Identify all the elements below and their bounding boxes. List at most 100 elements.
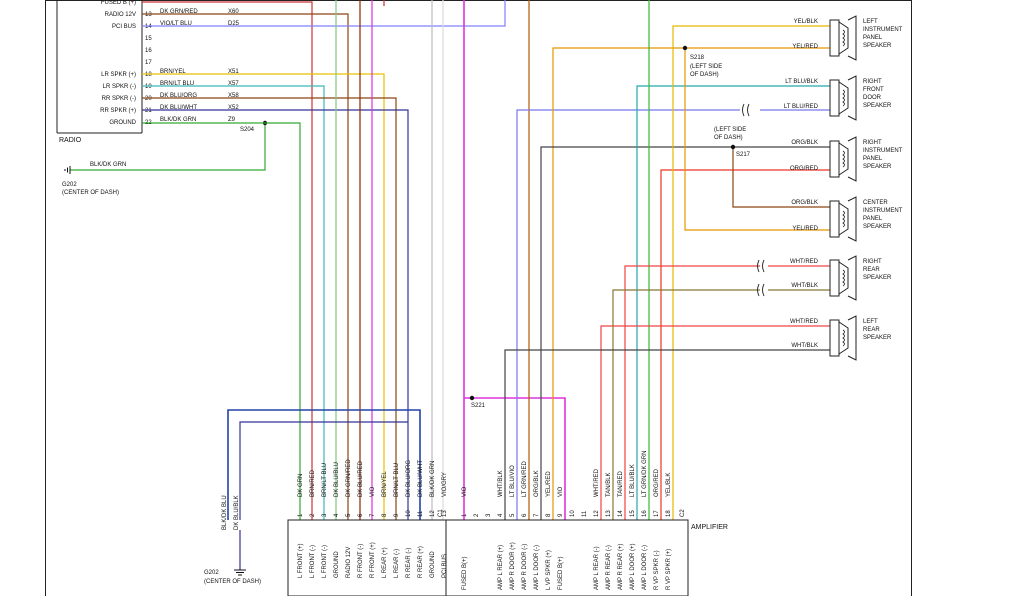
radio-pin-number: 19 <box>145 84 152 90</box>
radio-pin-label: FUSED B (+) <box>101 0 136 6</box>
speaker-negative-wire: LT BLU/RED <box>784 104 819 110</box>
amp-c1-wire-color: BRN/YEL <box>382 471 388 497</box>
amp-c2-pin-number: 16 <box>642 510 648 517</box>
radio-pin-number: 18 <box>145 72 152 78</box>
amp-c1-pin-function: GROUND <box>430 551 436 578</box>
amp-c1-pin-number: 4 <box>334 513 340 517</box>
amp-c2-pin-number: 3 <box>486 513 492 517</box>
speaker-name-line: REAR <box>863 327 880 333</box>
amp-c2-wire-color: LT GRN/RED <box>522 461 528 497</box>
radio-pin-number: 16 <box>145 48 152 54</box>
speaker-name-line: LEFT <box>863 19 878 25</box>
amp-c2-pin-number: 5 <box>510 513 516 517</box>
amp-c1-pin-number: 2 <box>310 513 316 517</box>
splice-s218-location-2: OF DASH) <box>690 72 719 78</box>
speaker-positive-wire: WHT/RED <box>790 259 819 265</box>
amp-c1-pin-function: RADIO 12V <box>346 547 352 578</box>
amp-c2-pin-number: 2 <box>474 513 480 517</box>
amp-c1-pin-number: 7 <box>370 513 376 517</box>
amp-c1-label: C1 <box>438 509 444 517</box>
speaker-name-line: SPEAKER <box>863 164 892 170</box>
amp-c2-pin-number: 10 <box>570 510 576 517</box>
amp-c1-wire-color: BRN/LT BLU <box>394 463 400 497</box>
speaker-positive-wire: WHT/RED <box>790 319 819 325</box>
amp-ground: BLK/DK BLU DK BLU/BLK G202 (CENTER OF DA… <box>204 495 261 585</box>
speaker-positive-wire: LT BLU/BLK <box>785 79 818 85</box>
radio-circuit-id: Z9 <box>228 117 236 123</box>
diagram-border <box>45 0 912 596</box>
radio-circuit-id: X57 <box>228 81 239 87</box>
radio-wire-color: BLK/DK GRN <box>160 117 196 123</box>
speaker-icon <box>838 261 849 295</box>
speaker-coil <box>842 29 845 47</box>
amp-c2-pin-function: AMP R REAR (+) <box>618 544 624 590</box>
radio-pin-number: 14 <box>145 24 152 30</box>
radio-pin-label: RADIO 12V <box>105 12 136 18</box>
amp-c2-wire-color: WHT/BLK <box>498 470 504 497</box>
amp-c1-pin-function: R REAR (+) <box>418 546 424 578</box>
amp-c2-wire-color: ORG/BLK <box>534 470 540 497</box>
amp-c1-wire-color: BLK/DK GRN <box>430 461 436 497</box>
radio-pin-number: 21 <box>145 108 152 114</box>
amp-c1-pin-number: 3 <box>322 513 328 517</box>
amp-c2-wire-color: VIO <box>462 486 468 497</box>
radio-circuit-id: X60 <box>228 9 239 15</box>
splice-s218-label: S218 <box>690 55 705 61</box>
speaker-terminal-block <box>829 319 840 357</box>
amp-c2-wire-color: LT BLU/VIO <box>510 465 516 497</box>
speaker-terminal-block <box>829 19 840 57</box>
amp-c2-pin-function: L VP SPKR (+) <box>546 550 552 590</box>
radio-circuit-id: X58 <box>228 93 239 99</box>
speaker-name-line: LEFT <box>863 319 878 325</box>
amp-c2-wire-color: TAN/BLK <box>606 472 612 497</box>
amp-c2-pin-number: 11 <box>582 510 588 517</box>
speaker-group: YEL/BLKYEL/REDLEFTINSTRUMENTPANELSPEAKER… <box>784 15 903 361</box>
bottom-ground-location: (CENTER OF DASH) <box>204 579 261 585</box>
splice-s217-location-2: OF DASH) <box>714 135 743 141</box>
speaker-name-line: CENTER <box>863 200 888 206</box>
speaker: ORG/BLKORG/REDRIGHTINSTRUMENTPANELSPEAKE… <box>790 136 903 182</box>
bottom-ground-wire-2: DK BLU/BLK <box>234 495 240 530</box>
amp-c2-pin-function: AMP R DOOR (+) <box>510 542 516 590</box>
radio-pin-number: 17 <box>145 60 152 66</box>
speaker-icon <box>838 321 849 355</box>
amp-c1-pin-function: GROUND <box>334 551 340 578</box>
amp-c1-wire-color: BRN/RED <box>310 469 316 497</box>
speaker-cone <box>847 315 857 361</box>
amp-c2-wire-color: LT GRN/DK GRN <box>642 451 648 497</box>
speaker-negative-wire: WHT/BLK <box>791 343 818 349</box>
amp-c2-pin-function: R VP SPKR (+) <box>666 549 672 590</box>
radio-circuit-id: X52 <box>228 105 239 111</box>
amp-c1-wire-color: DK BLU/BLU <box>334 462 340 497</box>
radio-wire-color: DK BLU/WHT <box>160 105 197 111</box>
speaker-name-line: PANEL <box>863 216 883 222</box>
amp-c1-wire-color: DK BLU/WHT <box>418 460 424 497</box>
splice-s204-label: S204 <box>240 127 255 133</box>
splice-s221-label: S221 <box>471 403 486 409</box>
speaker-cone <box>847 255 857 301</box>
amp-c1-pin-number: 5 <box>346 513 352 517</box>
speaker-negative-wire: YEL/RED <box>792 44 818 50</box>
speaker-icon <box>838 142 849 176</box>
radio-wire-color: DK BLU/ORG <box>160 93 197 99</box>
amp-c2-wire-color: WHT/RED <box>594 468 600 497</box>
speaker-coil <box>842 89 845 107</box>
speaker-negative-wire: WHT/BLK <box>791 283 818 289</box>
speaker-name-line: SPEAKER <box>863 103 892 109</box>
speaker-name-line: SPEAKER <box>863 275 892 281</box>
amp-c2-pin-function: R VP SPKR (-) <box>654 550 660 590</box>
splice-s218-location-1: (LEFT SIDE <box>690 64 722 70</box>
speaker-cone <box>847 136 857 182</box>
amp-to-speaker-wires <box>504 0 830 520</box>
bottom-ground-wire-1: BLK/DK BLU <box>222 495 228 530</box>
amp-c1-pin-function: L REAR (+) <box>382 547 388 578</box>
speaker-name-line: INSTRUMENT <box>863 27 903 33</box>
ground-symbol-bottom <box>234 569 246 576</box>
amp-c2-wire-color: YEL/BLK <box>666 473 672 497</box>
amp-c2-pin-number: 18 <box>666 510 672 517</box>
radio-title: RADIO <box>59 137 82 144</box>
speaker-name-line: SPEAKER <box>863 43 892 49</box>
